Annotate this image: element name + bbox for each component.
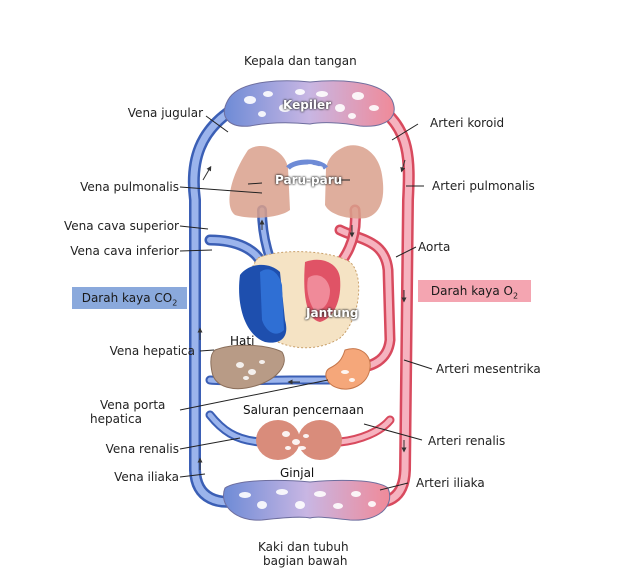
label-kepala-dan-tangan: Kepala dan tangan (244, 54, 357, 68)
label-arteri-renalis: Arteri renalis (428, 434, 506, 448)
label-arteri-koroid: Arteri koroid (430, 116, 505, 130)
label-kaki-line2: bagian bawah (263, 554, 348, 568)
label-aorta: Aorta (418, 240, 451, 254)
label-vena-renalis: Vena renalis (105, 442, 179, 456)
heart (239, 251, 360, 349)
legend-co2-text: Darah kaya CO (81, 291, 173, 305)
legend-o2: Darah kaya O2 (418, 280, 531, 302)
label-kaki-line1: Kaki dan tubuh (258, 540, 349, 554)
label-paru-paru: Paru-paru (275, 173, 343, 187)
leader-lines (179, 115, 433, 491)
label-ginjal: Ginjal (280, 466, 315, 480)
label-vena-iliaka: Vena iliaka (114, 470, 179, 484)
head-capillary-bed (223, 80, 395, 127)
label-vena-hepatica: Vena hepatica (109, 344, 195, 358)
lungs (229, 145, 384, 219)
lower-capillary-bed (223, 479, 391, 521)
label-vena-cava-superior: Vena cava superior (63, 219, 179, 233)
label-vena-pulmonalis: Vena pulmonalis (80, 180, 179, 194)
legend-o2-sub: 2 (513, 291, 519, 301)
kidneys (256, 420, 342, 460)
legend-co2-sub: 2 (172, 298, 178, 308)
label-jantung: Jantung (306, 306, 359, 320)
legend-co2: Darah kaya CO2 (72, 287, 187, 309)
label-kepiler: Kepiler (283, 98, 332, 112)
label-vena-jugular: Vena jugular (127, 106, 203, 120)
liver (210, 344, 285, 390)
label-saluran-pencernaan: Saluran pencernaan (243, 403, 364, 417)
legend-o2-text: Darah kaya O (430, 284, 513, 298)
flow-arrows (197, 159, 407, 470)
label-arteri-pulmonalis: Arteri pulmonalis (432, 179, 535, 193)
label-hati: Hati (230, 334, 255, 348)
label-arteri-mesentrika: Arteri mesentrika (436, 362, 541, 376)
label-vena-porta-line2: hepatica (90, 412, 142, 426)
label-arteri-iliaka: Arteri iliaka (416, 476, 485, 490)
label-vena-cava-inferior: Vena cava inferior (70, 244, 179, 258)
stomach (325, 348, 371, 390)
label-vena-porta-line1: Vena porta (100, 398, 166, 412)
